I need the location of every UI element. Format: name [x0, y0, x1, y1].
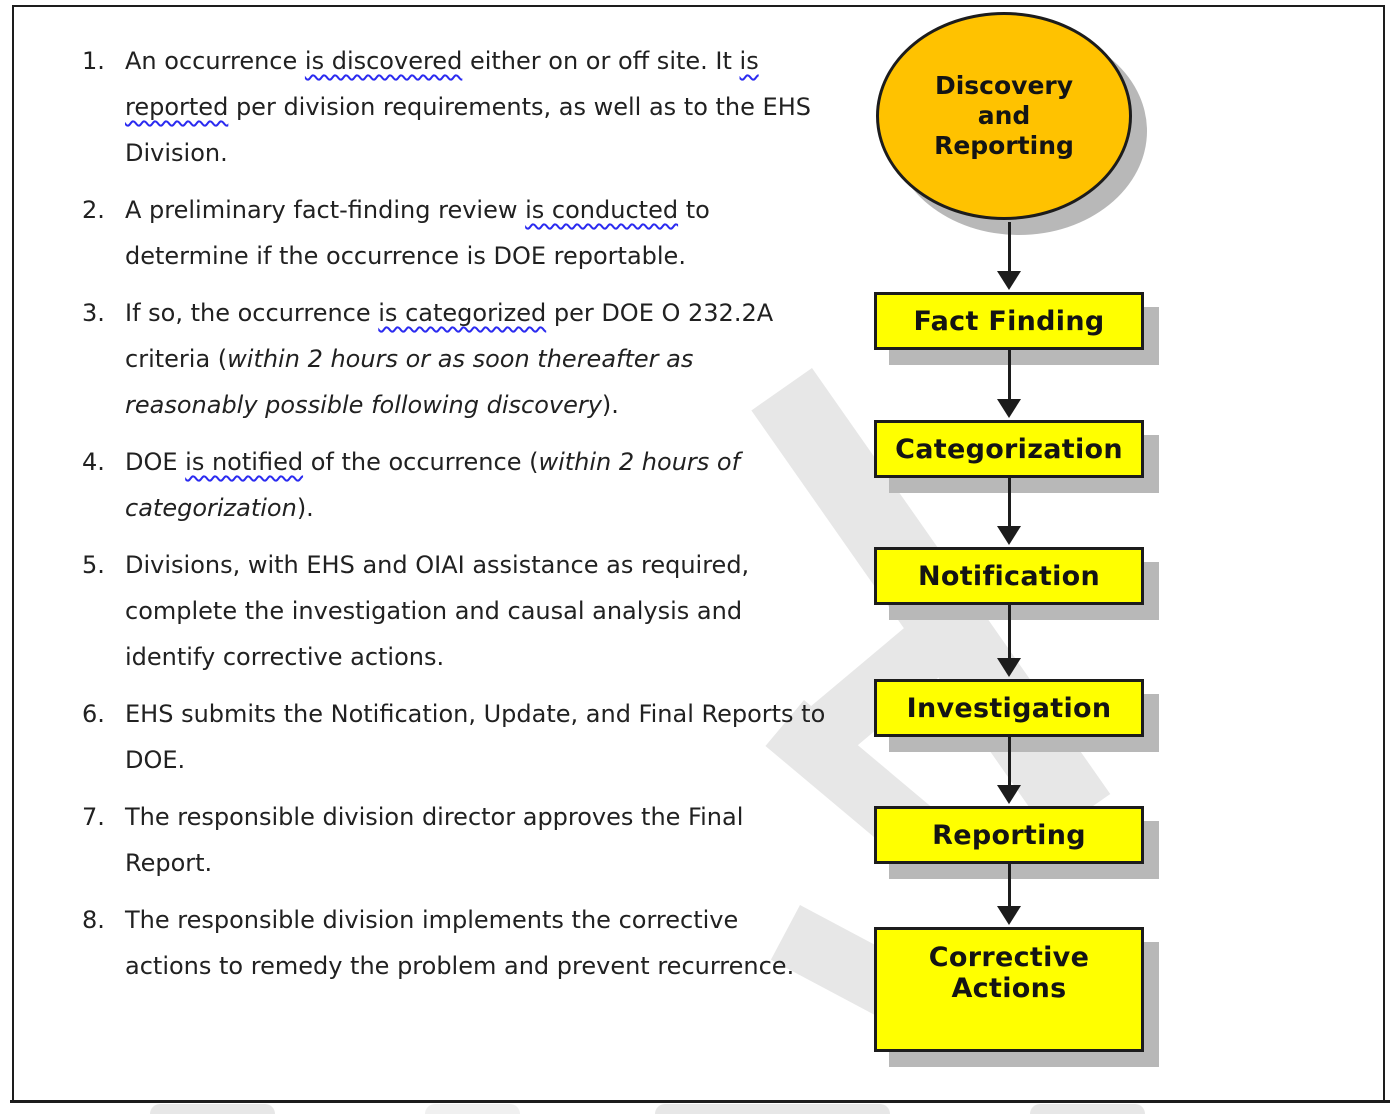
- flow-step-box: Investigation: [874, 679, 1144, 737]
- plain-text: ).: [296, 494, 314, 522]
- list-item-number: 6.: [82, 700, 105, 728]
- flow-step-box: Notification: [874, 547, 1144, 605]
- plain-text: An occurrence: [125, 47, 305, 75]
- grammar-squiggle-text: is categorized: [378, 299, 547, 327]
- flow-start-label: Discovery and Reporting: [934, 71, 1074, 160]
- plain-text: Divisions, with EHS and OIAI assistance …: [125, 551, 750, 671]
- grammar-squiggle-text: is discovered: [304, 47, 463, 75]
- watermark-bottom-fragment: [1030, 1104, 1145, 1114]
- plain-text: ).: [601, 391, 619, 419]
- list-item-text: DOE is notified of the occurrence (withi…: [125, 439, 830, 531]
- flow-arrow-down: [997, 605, 1021, 677]
- grammar-squiggle-text: is reported: [125, 47, 759, 121]
- plain-text: EHS submits the Notification, Update, an…: [125, 700, 826, 774]
- list-item-number: 8.: [82, 906, 105, 934]
- plain-text: A preliminary fact-finding review: [125, 196, 526, 224]
- plain-text: either on or off site. It: [462, 47, 740, 75]
- list-item-number: 1.: [82, 47, 105, 75]
- watermark-bottom-fragment: [655, 1104, 890, 1114]
- flow-step-box: Corrective Actions: [874, 927, 1144, 1052]
- plain-text: DOE: [125, 448, 186, 476]
- flow-step-box: Categorization: [874, 420, 1144, 478]
- list-item: 2. A preliminary fact-finding review is c…: [82, 187, 832, 279]
- watermark-bottom-fragment: [150, 1104, 275, 1114]
- italic-text: within 2 hours or as soon thereafter as …: [125, 345, 694, 419]
- plain-text: per DOE O 232.2A criteria (: [125, 299, 774, 373]
- plain-text: to determine if the occurrence is DOE re…: [125, 196, 710, 270]
- page-bottom-rule: [10, 1100, 1390, 1103]
- flow-step-label: Reporting: [932, 819, 1086, 851]
- list-item: 5. Divisions, with EHS and OIAI assistanc…: [82, 542, 832, 680]
- flow-step-box: Reporting: [874, 806, 1144, 864]
- list-item-text: If so, the occurrence is categorized per…: [125, 290, 830, 428]
- list-item: 4. DOE is notified of the occurrence (wit…: [82, 439, 832, 531]
- flow-arrow-down: [997, 864, 1021, 925]
- list-item: 6. EHS submits the Notification, Update, …: [82, 691, 832, 783]
- watermark-bottom-fragment: [425, 1104, 520, 1114]
- list-item-number: 5.: [82, 551, 105, 579]
- grammar-squiggle-text: is conducted: [525, 196, 679, 224]
- flow-arrow-down: [997, 222, 1021, 290]
- flow-step-label: Investigation: [906, 692, 1112, 724]
- flow-start-node: Discovery and Reporting: [876, 12, 1132, 220]
- list-item-number: 4.: [82, 448, 105, 476]
- flow-step-label: Notification: [917, 560, 1101, 592]
- list-item-text: The responsible division implements the …: [125, 897, 830, 989]
- list-item: 3. If so, the occurrence is categorized p…: [82, 290, 832, 428]
- list-item: 7. The responsible division director appr…: [82, 794, 832, 886]
- italic-text: within 2 hours of categorization: [125, 448, 741, 522]
- plain-text: If so, the occurrence: [125, 299, 379, 327]
- list-item-text: An occurrence is discovered either on or…: [125, 38, 830, 176]
- list-item-text: EHS submits the Notification, Update, an…: [125, 691, 830, 783]
- list-item-number: 3.: [82, 299, 105, 327]
- list-item-number: 7.: [82, 803, 105, 831]
- list-item: 8. The responsible division implements th…: [82, 897, 832, 989]
- flow-step-box: Fact Finding: [874, 292, 1144, 350]
- plain-text: of the occurrence (: [303, 448, 539, 476]
- procedure-list: 1. An occurrence is discovered either on …: [82, 38, 832, 1000]
- list-item: 1. An occurrence is discovered either on …: [82, 38, 832, 176]
- flow-arrow-down: [997, 350, 1021, 418]
- list-item-number: 2.: [82, 196, 105, 224]
- grammar-squiggle-text: is notified: [185, 448, 304, 476]
- plain-text: per division requirements, as well as to…: [125, 93, 811, 167]
- list-item-text: Divisions, with EHS and OIAI assistance …: [125, 542, 830, 680]
- plain-text: The responsible division director approv…: [125, 803, 744, 877]
- flow-arrow-down: [997, 737, 1021, 804]
- flow-arrow-down: [997, 478, 1021, 545]
- plain-text: The responsible division implements the …: [125, 906, 795, 980]
- list-item-text: The responsible division director approv…: [125, 794, 830, 886]
- flow-step-label: Categorization: [895, 433, 1123, 465]
- flow-step-label: Corrective Actions: [928, 942, 1090, 1004]
- flow-step-label: Fact Finding: [913, 305, 1105, 337]
- list-item-text: A preliminary fact-finding review is con…: [125, 187, 830, 279]
